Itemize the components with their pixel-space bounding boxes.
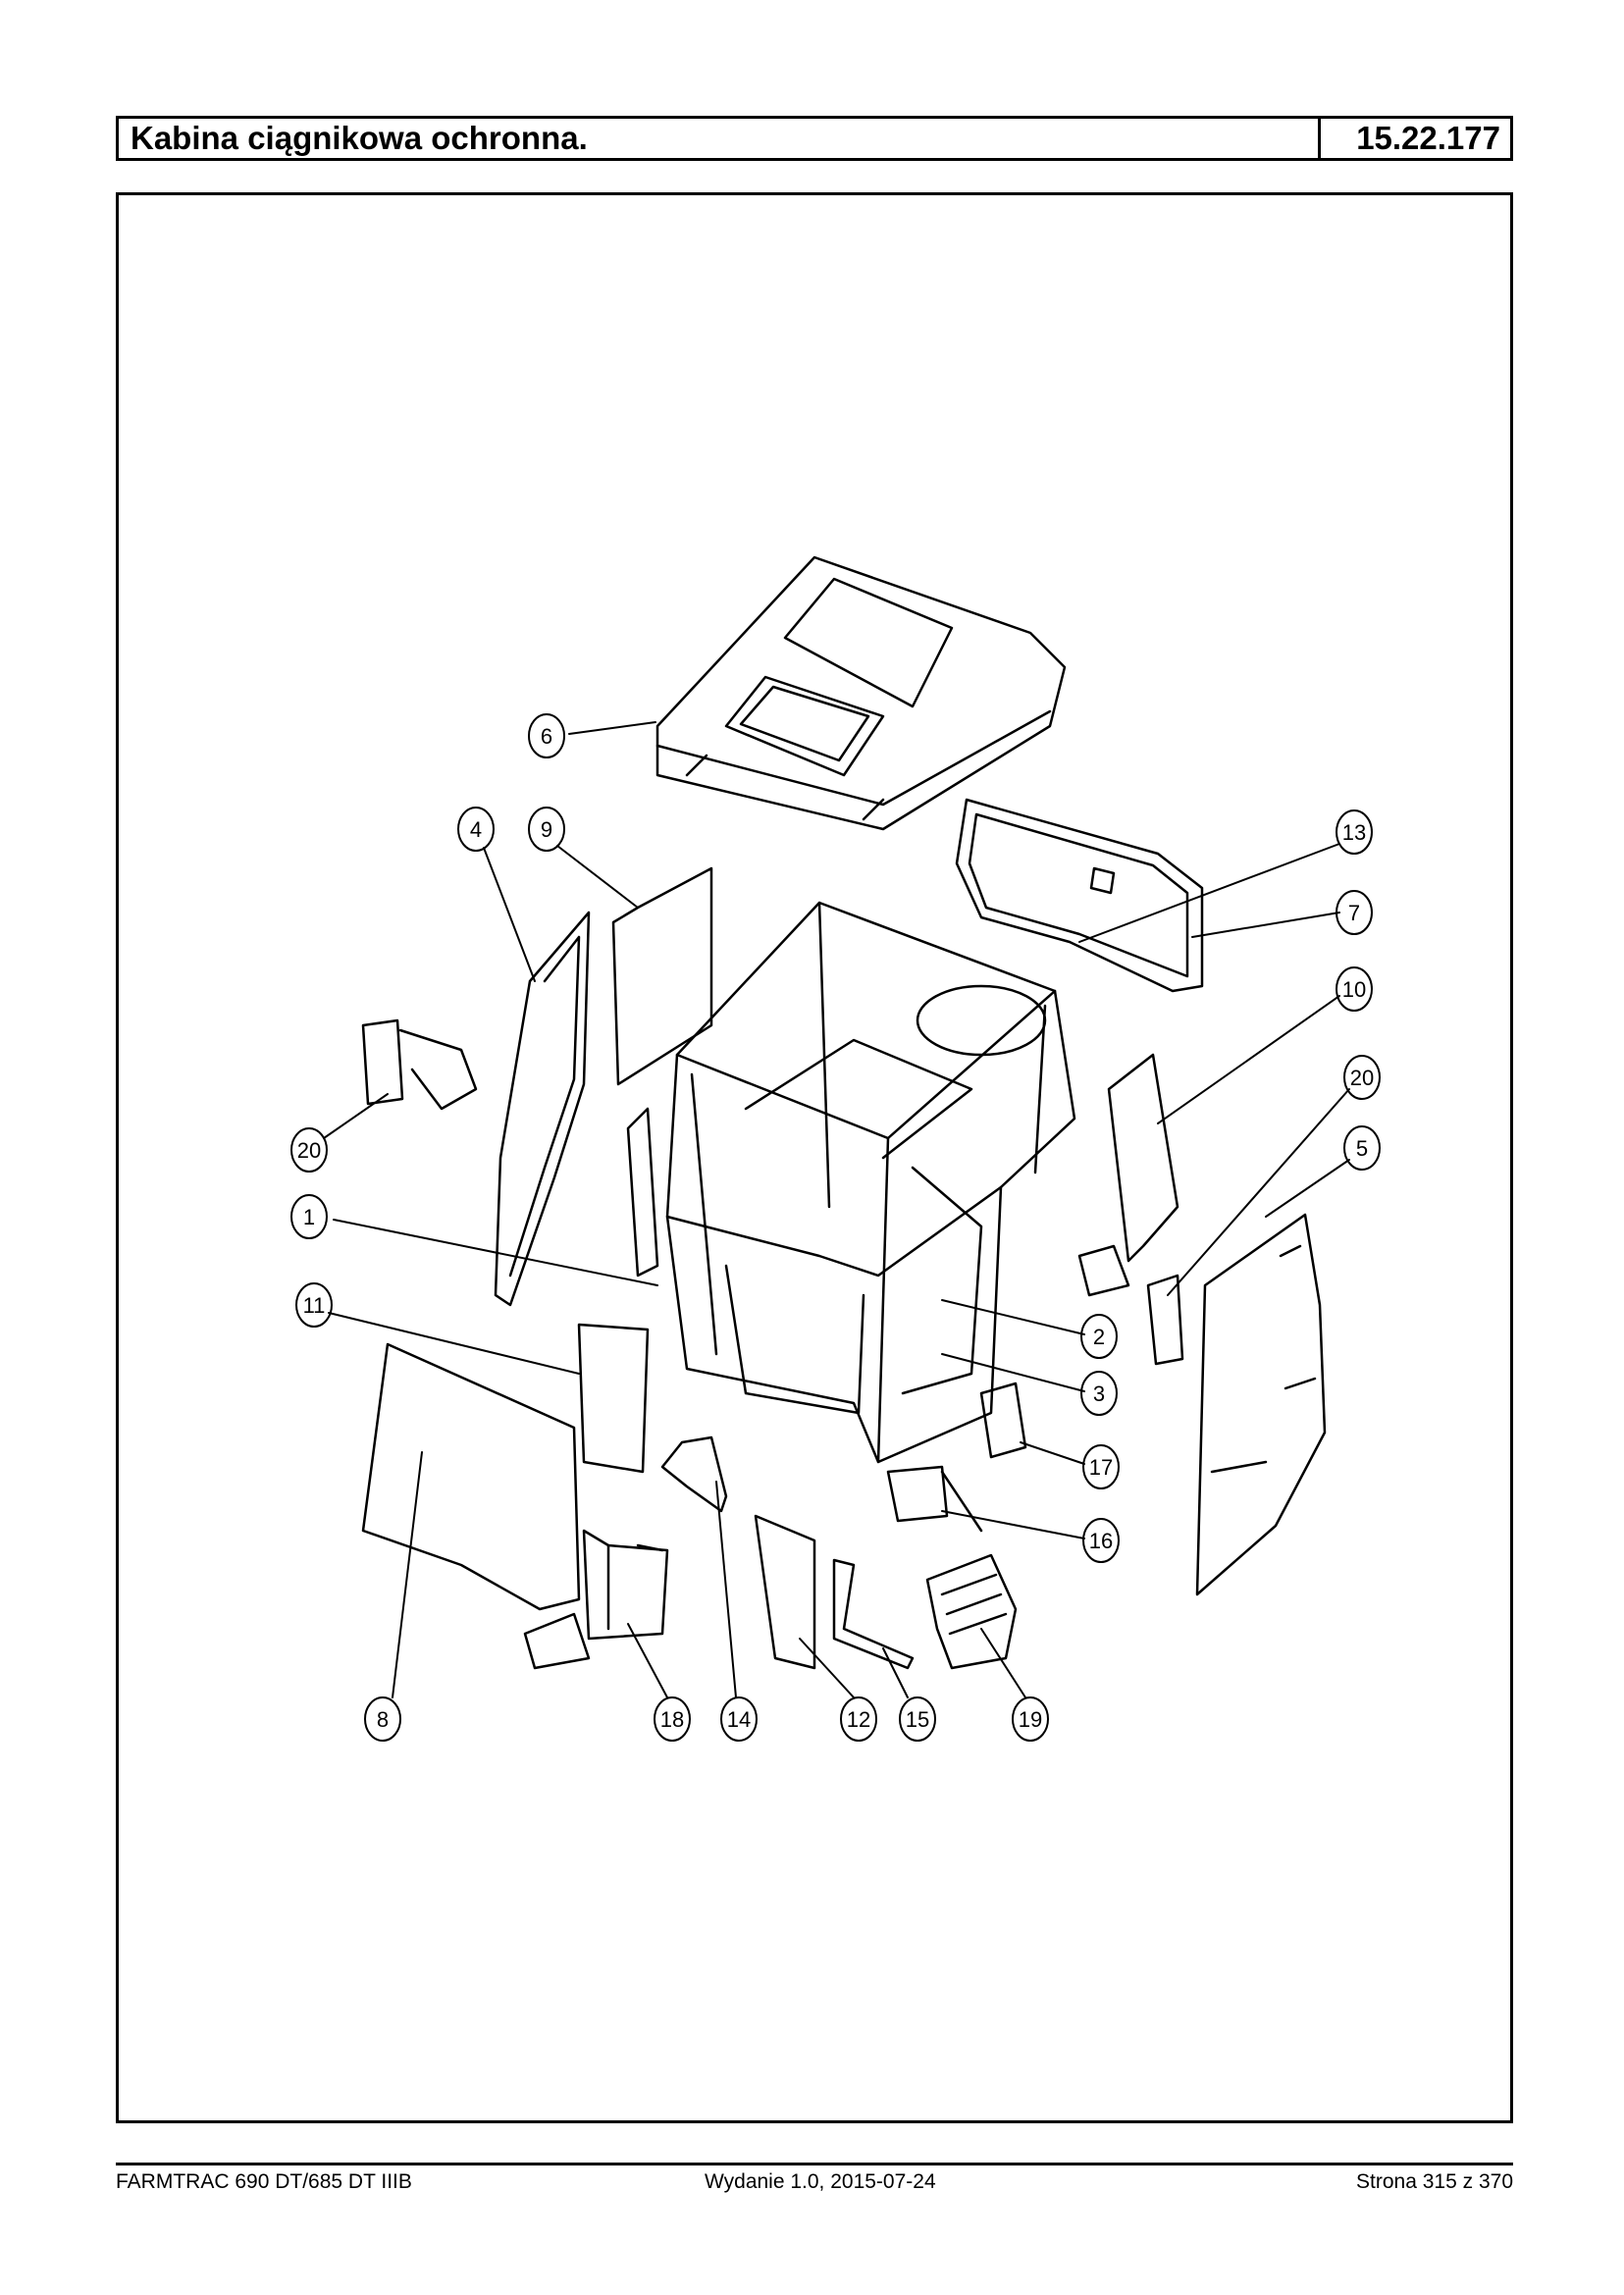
callout-20-right: 20 <box>1350 1066 1374 1090</box>
callout-19: 19 <box>1019 1707 1042 1732</box>
callout-5: 5 <box>1356 1136 1368 1161</box>
callout-14: 14 <box>727 1707 751 1732</box>
callout-9: 9 <box>541 817 552 842</box>
callout-20-left: 20 <box>297 1138 321 1163</box>
leader-lines <box>323 721 1350 1698</box>
part-bracket-14 <box>660 1435 728 1513</box>
part-door-left <box>494 911 591 1307</box>
header-table: Kabina ciągnikowa ochronna. 15.22.177 <box>116 116 1513 161</box>
callout-4: 4 <box>470 817 482 842</box>
page-title: Kabina ciągnikowa ochronna. <box>119 119 1321 158</box>
part-side-glass-10 <box>1107 1053 1179 1263</box>
callout-7: 7 <box>1348 901 1360 925</box>
part-panel-11 <box>577 1323 650 1474</box>
callout-3: 3 <box>1093 1382 1105 1406</box>
part-plate-12 <box>754 1514 816 1670</box>
part-handle-15 <box>832 1558 915 1670</box>
part-roof <box>655 555 1067 831</box>
footer-page-number: Strona 315 z 370 <box>1356 2170 1513 2193</box>
callout-11: 11 <box>303 1293 326 1318</box>
callout-2: 2 <box>1093 1325 1105 1349</box>
part-box-18 <box>523 1529 669 1670</box>
callout-16: 16 <box>1089 1529 1113 1553</box>
part-side-glass-9 <box>611 866 713 1086</box>
callout-labels: 6 4 9 13 7 10 20 5 20 1 11 2 3 17 16 8 1… <box>297 724 1374 1732</box>
section-code: 15.22.177 <box>1356 120 1500 156</box>
part-rear-window <box>955 798 1204 993</box>
callout-18: 18 <box>660 1707 684 1732</box>
part-grille-19 <box>925 1553 1018 1670</box>
callout-10: 10 <box>1342 977 1366 1002</box>
footer-edition: Wydanie 1.0, 2015-07-24 <box>705 2170 936 2193</box>
callout-13: 13 <box>1342 820 1366 845</box>
footer: FARMTRAC 690 DT/685 DT IIIB Wydanie 1.0,… <box>116 2170 1513 2194</box>
drawing-frame <box>116 192 1513 2123</box>
part-oval-window <box>916 984 1047 1057</box>
callout-circles <box>290 713 1381 1742</box>
part-bracket-17 <box>979 1382 1027 1459</box>
part-mirror-right <box>1146 1274 1184 1366</box>
callout-15: 15 <box>906 1707 929 1732</box>
footer-model: FARMTRAC 690 DT/685 DT IIIB <box>116 2170 412 2193</box>
part-mirror-left <box>361 1018 478 1111</box>
part-cab-frame <box>626 901 1076 1464</box>
footer-rule <box>116 2163 1513 2165</box>
part-panel-8 <box>361 1342 581 1611</box>
callout-6: 6 <box>541 724 552 749</box>
callout-8: 8 <box>377 1707 389 1732</box>
part-door-right <box>1195 1213 1327 1596</box>
callout-12: 12 <box>847 1707 870 1732</box>
callout-17: 17 <box>1089 1455 1113 1480</box>
callout-1: 1 <box>303 1205 315 1229</box>
part-mount-16 <box>886 1465 949 1523</box>
